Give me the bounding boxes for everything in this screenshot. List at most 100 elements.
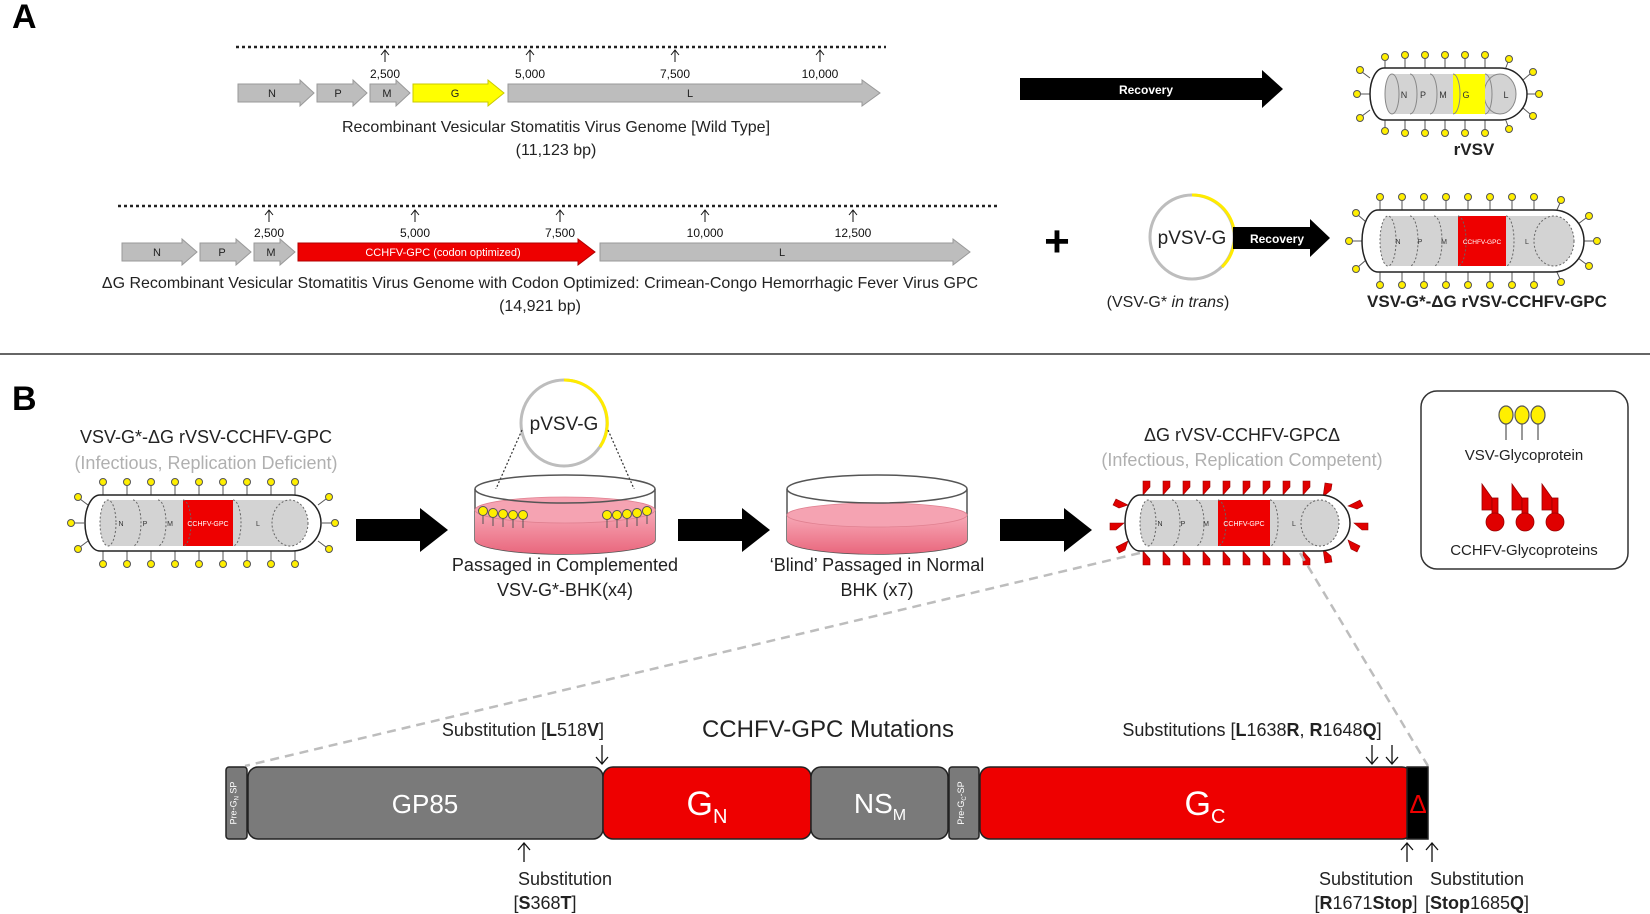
- glycoprotein-cluster-left: [478, 506, 528, 528]
- cchfv-glycoprotein-spikes: [1109, 480, 1369, 566]
- segment-gn-label: GN: [687, 785, 728, 828]
- dish2-caption-2: BHK (x7): [840, 580, 913, 600]
- genome-dg-title: ΔG Recombinant Vesicular Stomatitis Viru…: [102, 275, 978, 292]
- mutation-label: Substitutions [L1638R, R1648Q]: [1122, 720, 1381, 740]
- virion1-title: VSV-G*-ΔG rVSV-CCHFV-GPC: [80, 427, 332, 447]
- gene-n: N: [237, 78, 315, 108]
- svg-text:P: P: [334, 88, 341, 100]
- plus-sign: +: [1044, 217, 1070, 266]
- genome-dg-size: (14,921 bp): [499, 298, 581, 315]
- svg-text:M: M: [1439, 90, 1447, 100]
- segment-nsm: [810, 766, 949, 840]
- culture-dish-complemented: [474, 474, 656, 555]
- rvsv-label: rVSV: [1454, 140, 1495, 159]
- svg-text:M: M: [266, 247, 275, 259]
- gene-cchfv-gpc: CCHFV-GPC (codon optimized): [297, 237, 596, 267]
- pvsv-g-plasmid-b: pVSV-G: [479, 378, 651, 526]
- tick-mark: [410, 209, 420, 222]
- svg-text:P: P: [143, 521, 148, 528]
- svg-text:Recovery: Recovery: [1119, 83, 1173, 97]
- tick-label: 2,500: [254, 226, 284, 240]
- process-arrow-1: [356, 508, 448, 552]
- svg-text:CCHFV-GPC: CCHFV-GPC: [1223, 521, 1264, 528]
- tick-label: 10,000: [802, 67, 839, 81]
- tick-mark: [848, 209, 858, 222]
- svg-text:N: N: [118, 521, 123, 528]
- segment-delta-label: Δ: [1409, 789, 1426, 819]
- plasmid-caption: (VSV-G* in trans): [1107, 294, 1230, 311]
- svg-text:pVSV-G: pVSV-G: [1158, 228, 1227, 249]
- tick-label: 12,500: [835, 226, 872, 240]
- mutation-l1638r-r1648q: Substitutions [L1638R, R1648Q]: [1122, 720, 1399, 765]
- process-arrow-2: [678, 508, 770, 552]
- svg-text:L: L: [256, 521, 260, 528]
- mutation-r1671stop: Substitution [R1671Stop]: [1314, 842, 1418, 913]
- genome-wt-ticks: 2,500 5,000 7,500 10,000: [370, 49, 839, 81]
- genome-wt-genes: N P M G L: [237, 78, 881, 108]
- recovery-arrow-2: Recovery: [1233, 219, 1330, 257]
- tick-mark: [700, 209, 710, 222]
- vsvg-dg-virion-a: N P M CCHFV-GPC L: [1345, 193, 1601, 289]
- legend-box: VSV-Glycoprotein CCHFV-Glycoproteins: [1420, 390, 1629, 570]
- pvsv-g-plasmid: pVSV-G: [1148, 193, 1237, 281]
- svg-text:P: P: [1418, 239, 1423, 246]
- legend-vsv-label: VSV-Glycoprotein: [1465, 447, 1583, 464]
- segment-pre-gc-sp: [948, 766, 980, 840]
- virion2-title: ΔG rVSV-CCHFV-GPCΔ: [1144, 425, 1340, 445]
- glycoprotein-spikes: [1353, 51, 1543, 137]
- segment-pre-gn-sp-label: Pre-GN SP: [229, 782, 241, 825]
- tick-label: 2,500: [370, 67, 400, 81]
- tick-mark: [555, 209, 565, 222]
- dish1-caption-2: VSV-G*-BHK(x4): [497, 580, 633, 600]
- gpc-mutations-title: CCHFV-GPC Mutations: [702, 716, 954, 743]
- svg-text:P: P: [1420, 90, 1426, 100]
- gene-g: G: [412, 78, 505, 108]
- glycoprotein-cluster-right: [602, 506, 652, 528]
- gene-l: L: [507, 79, 881, 107]
- svg-text:N: N: [1395, 239, 1400, 246]
- mutation-label: Substitution: [1319, 869, 1413, 889]
- mutation-label: [R1671Stop]: [1314, 893, 1417, 913]
- virion2: N P M CCHFV-GPC L: [1109, 480, 1369, 566]
- dish2-caption-1: ‘Blind’ Passaged in Normal: [770, 555, 984, 575]
- svg-text:L: L: [1525, 239, 1529, 246]
- mutation-stop1685q: Substitution [Stop1685Q]: [1425, 842, 1529, 913]
- gpc-map: Pre-GN SP GP85 GN NSM Pre-GC-SP GC Δ: [225, 766, 1429, 840]
- gene-m: M: [369, 78, 411, 108]
- genome-wt-title: Recombinant Vesicular Stomatitis Virus G…: [342, 119, 770, 136]
- svg-text:M: M: [1203, 521, 1209, 528]
- svg-text:Recovery: Recovery: [1250, 232, 1304, 246]
- segment-pre-gn-sp: [225, 766, 248, 840]
- tick-label: 5,000: [515, 67, 545, 81]
- cchfv-glycoprotein-icon: [1481, 482, 1565, 532]
- svg-text:CCHFV-GPC: CCHFV-GPC: [187, 521, 228, 528]
- tick-mark: [380, 49, 390, 62]
- genome-dg-ticks: 2,500 5,000 7,500 10,000 12,500: [254, 209, 872, 240]
- segment-nsm-label: NSM: [854, 788, 906, 824]
- glycoprotein-spikes: [67, 478, 339, 568]
- mutation-l518v: Substitution [L518V]: [442, 720, 609, 765]
- svg-text:L: L: [1292, 521, 1296, 528]
- zoom-line-left: [244, 551, 1141, 768]
- glycoprotein-spikes: [1345, 193, 1601, 289]
- tick-label: 5,000: [400, 226, 430, 240]
- svg-text:M: M: [167, 521, 173, 528]
- gene-l: L: [599, 237, 971, 267]
- virion1-subtitle: (Infectious, Replication Deficient): [74, 453, 337, 473]
- gene-p: P: [199, 237, 252, 267]
- svg-text:M: M: [382, 88, 391, 100]
- mutation-label: Substitution: [1430, 869, 1524, 889]
- panel-label-b: B: [12, 380, 37, 418]
- dish1-caption-1: Passaged in Complemented: [452, 555, 678, 575]
- vsv-glycoprotein-icon: [1498, 405, 1546, 440]
- tick-mark: [525, 49, 535, 62]
- tick-label: 10,000: [687, 226, 724, 240]
- svg-text:L: L: [779, 247, 785, 259]
- tick-mark: [670, 49, 680, 62]
- gene-m: M: [253, 237, 296, 267]
- svg-text:CCHFV-GPC: CCHFV-GPC: [1463, 239, 1502, 246]
- genome-dg-genes: N P M CCHFV-GPC (codon optimized) L: [121, 237, 971, 267]
- tick-mark: [264, 209, 274, 222]
- mutation-label: Substitution [L518V]: [442, 720, 604, 740]
